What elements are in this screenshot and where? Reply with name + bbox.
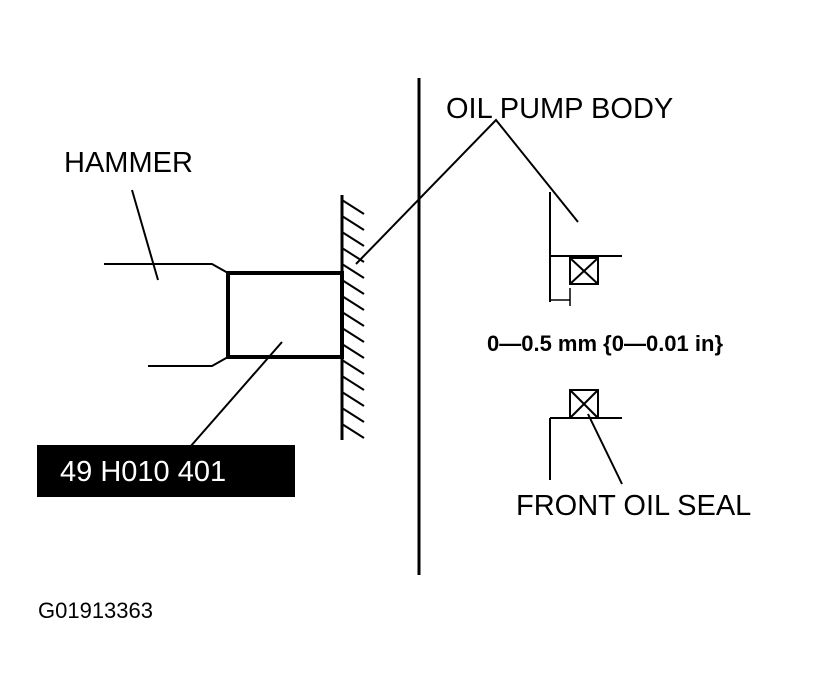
hammer-shaft — [104, 263, 229, 367]
tool-number-box — [37, 445, 295, 497]
oil-pump-body-label: OIL PUMP BODY — [446, 93, 673, 125]
lower-seal-detail — [549, 389, 622, 480]
tool-number-label: 49 H010 401 — [60, 456, 226, 488]
front-oil-seal-leader — [587, 413, 623, 485]
hammer-leader — [131, 189, 159, 281]
hatched-surface — [340, 195, 365, 440]
special-tool-block — [226, 271, 344, 359]
figure-id-label: G01913363 — [38, 598, 153, 623]
clearance-label: 0—0.5 mm {0—0.01 in} — [487, 331, 723, 356]
pump-body-leaders — [355, 118, 579, 265]
hammer-label: HAMMER — [64, 147, 193, 179]
upper-seal-detail — [549, 192, 622, 306]
tool-leader — [189, 341, 283, 448]
front-oil-seal-label: FRONT OIL SEAL — [516, 490, 751, 522]
